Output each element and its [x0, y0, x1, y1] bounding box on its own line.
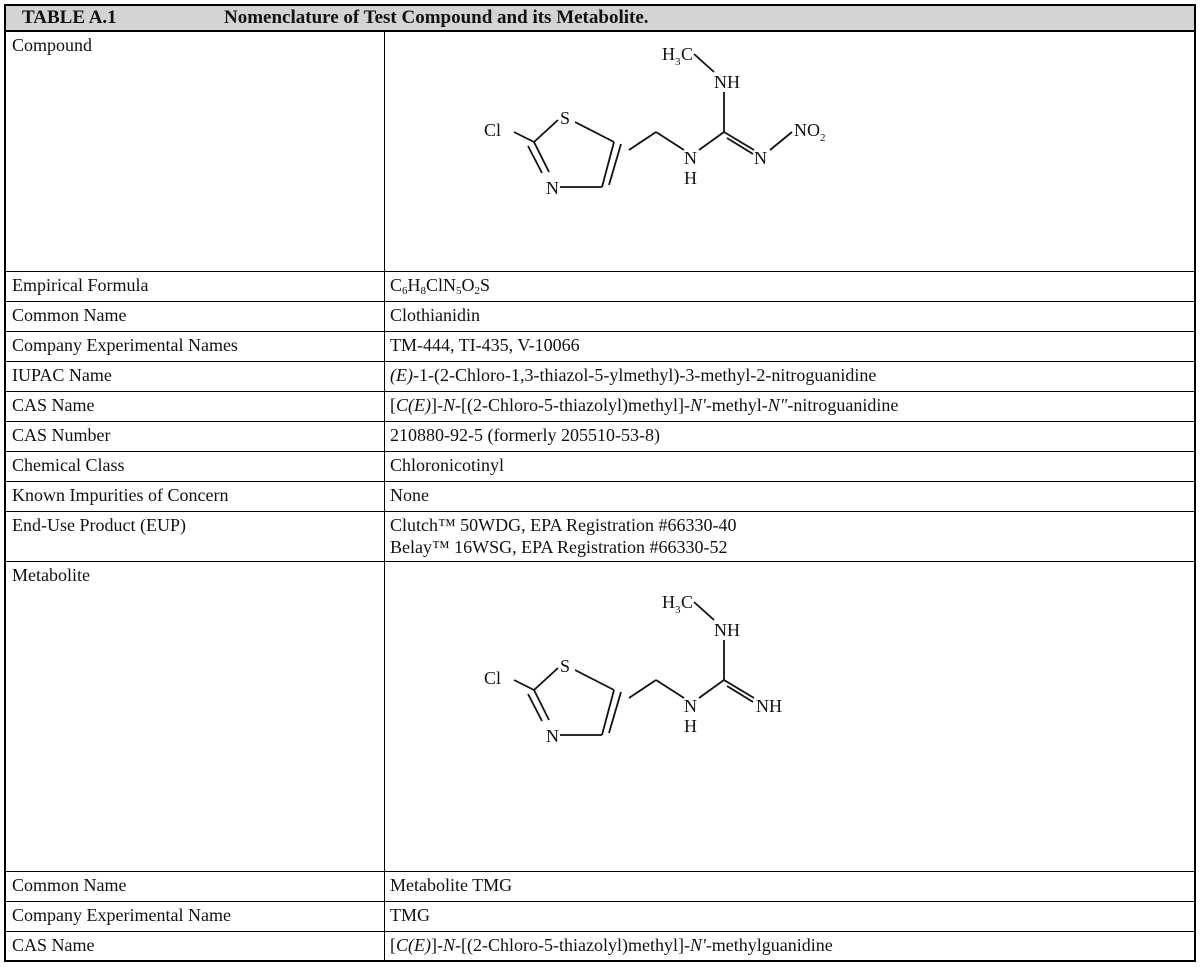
impurities-value: None — [390, 485, 429, 505]
h-link: H — [684, 716, 697, 736]
metabolite-cas-name-row: CAS Name [C(E)]-N-[(2-Chloro-5-thiazolyl… — [6, 932, 1194, 960]
nh-imine: NH — [756, 696, 782, 716]
compound-structure-row: Compound H 3 C NH N H N NO 2 S — [6, 32, 1194, 272]
metabolite-experimental-name-label: Company Experimental Name — [12, 905, 231, 925]
no2-sub: 2 — [820, 132, 826, 144]
ring-nitrogen: N — [546, 178, 559, 198]
n-link: N — [684, 696, 697, 716]
cas-number-label: CAS Number — [12, 425, 111, 445]
common-name-label: Common Name — [12, 305, 127, 325]
compound-section-label: Compound — [12, 35, 93, 55]
h-link: H — [684, 168, 697, 188]
metabolite-cas-name-label: CAS Name — [12, 935, 95, 955]
iupac-name-label: IUPAC Name — [12, 365, 112, 385]
metabolite-cas-name-value: [C(E)]-N-[(2-Chloro-5-thiazolyl)methyl]-… — [390, 935, 833, 955]
cas-name-row: CAS Name [C(E)]-N-[(2-Chloro-5-thiazolyl… — [6, 392, 1194, 422]
cas-name-label: CAS Name — [12, 395, 95, 415]
tmg-structure: H 3 C NH N H NH S N Cl — [484, 592, 782, 746]
nomenclature-table: TABLE A.1 Nomenclature of Test Compound … — [4, 4, 1196, 962]
chlorine: Cl — [484, 668, 501, 688]
chemical-class-row: Chemical Class Chloronicotinyl — [6, 452, 1194, 482]
table-title: Nomenclature of Test Compound and its Me… — [224, 7, 649, 28]
column-divider — [384, 32, 385, 960]
impurities-label: Known Impurities of Concern — [12, 485, 229, 505]
iupac-name-row: IUPAC Name (E)-1-(2-Chloro-1,3-thiazol-5… — [6, 362, 1194, 392]
metabolite-common-name-row: Common Name Metabolite TMG — [6, 872, 1194, 902]
nh-top: NH — [714, 72, 740, 92]
metabolite-common-name-value: Metabolite TMG — [390, 875, 513, 895]
metabolite-experimental-name-row: Company Experimental Name TMG — [6, 902, 1194, 932]
experimental-names-label: Company Experimental Names — [12, 335, 238, 355]
ring-sulfur: S — [560, 656, 570, 676]
methyl-h: H — [662, 592, 675, 612]
methyl-c: C — [681, 44, 693, 64]
chemical-class-value: Chloronicotinyl — [390, 455, 504, 475]
common-name-row: Common Name Clothianidin — [6, 302, 1194, 332]
common-name-value: Clothianidin — [390, 305, 480, 325]
cas-number-value: 210880-92-5 (formerly 205510-53-8) — [390, 425, 660, 445]
methyl-sub: 3 — [675, 56, 681, 68]
experimental-names-value: TM-444, TI-435, V-10066 — [390, 335, 580, 355]
methyl-h: H — [662, 44, 675, 64]
iupac-name-value: (E)-1-(2-Chloro-1,3-thiazol-5-ylmethyl)-… — [390, 365, 877, 385]
ring-nitrogen: N — [546, 726, 559, 746]
empirical-formula-value: C6H8ClN5O2S — [390, 275, 491, 297]
eup-label: End-Use Product (EUP) — [12, 515, 186, 535]
methyl-c: C — [681, 592, 693, 612]
chemical-class-label: Chemical Class — [12, 455, 125, 475]
nh-top: NH — [714, 620, 740, 640]
table-header: TABLE A.1 Nomenclature of Test Compound … — [6, 6, 1194, 32]
metabolite-structure-row: Metabolite H 3 C NH N H NH S N — [6, 562, 1194, 872]
metabolite-experimental-name-value: TMG — [390, 905, 430, 925]
n-imine: N — [754, 148, 767, 168]
methyl-sub: 3 — [675, 604, 681, 616]
empirical-formula-row: Empirical Formula C6H8ClN5O2S — [6, 272, 1194, 302]
no2-group: NO — [794, 120, 820, 140]
cas-number-row: CAS Number 210880-92-5 (formerly 205510-… — [6, 422, 1194, 452]
impurities-row: Known Impurities of Concern None — [6, 482, 1194, 512]
chlorine: Cl — [484, 120, 501, 140]
eup-value: Clutch™ 50WDG, EPA Registration #66330-4… — [390, 515, 737, 557]
clothianidin-structure: H 3 C NH N H N NO 2 S N — [484, 44, 826, 198]
ring-sulfur: S — [560, 108, 570, 128]
empirical-formula-label: Empirical Formula — [12, 275, 149, 295]
metabolite-section-label: Metabolite — [12, 565, 90, 585]
table-number: TABLE A.1 — [22, 7, 117, 28]
eup-row: End-Use Product (EUP) Clutch™ 50WDG, EPA… — [6, 512, 1194, 562]
metabolite-common-name-label: Common Name — [12, 875, 127, 895]
experimental-names-row: Company Experimental Names TM-444, TI-43… — [6, 332, 1194, 362]
cas-name-value: [C(E)]-N-[(2-Chloro-5-thiazolyl)methyl]-… — [390, 395, 899, 415]
n-link: N — [684, 148, 697, 168]
